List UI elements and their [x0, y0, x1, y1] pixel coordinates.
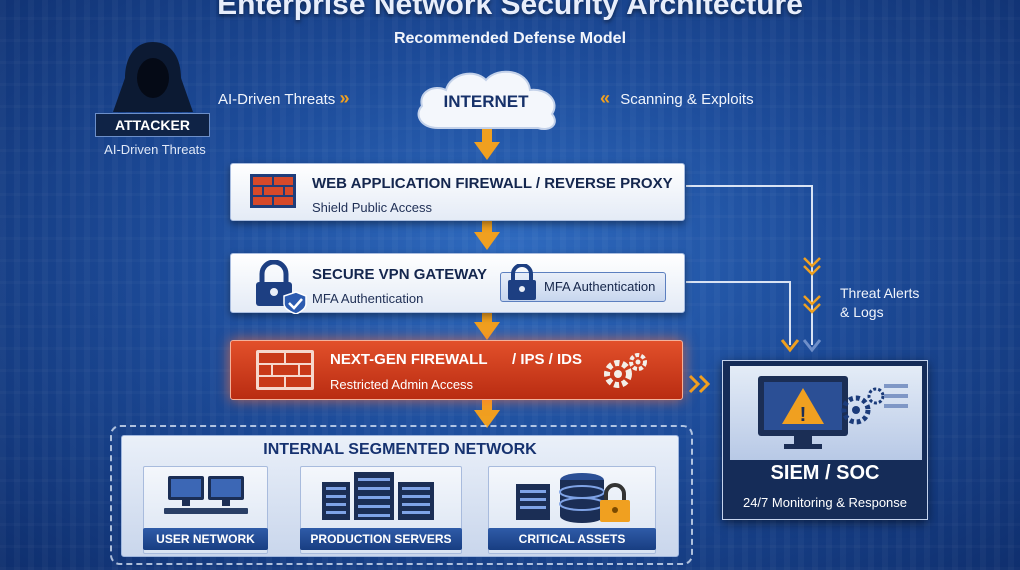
database-lock-icon [516, 473, 630, 523]
ngfw-subtitle: Restricted Admin Access [330, 377, 474, 392]
incoming-threat-left: AI-Driven Threats » [218, 88, 349, 109]
waf-layer [230, 163, 685, 221]
server-rack-icon [322, 472, 434, 520]
vpn-subtitle: MFA Authentication [312, 291, 424, 306]
mfa-badge [500, 272, 666, 302]
arrow-down-icon [474, 394, 500, 428]
threat-right-text: Scanning & Exploits [620, 91, 754, 108]
segment-label-production-servers: PRODUCTION SERVERS [300, 528, 462, 550]
padlock-shield-icon [256, 260, 307, 314]
svg-text:!: ! [800, 404, 807, 426]
vpn-title: SECURE VPN GATEWAY [312, 266, 488, 283]
alerts-line-1: Threat Alerts [840, 285, 920, 301]
segment-label-user-network: USER NETWORK [143, 528, 268, 550]
mfa-badge-text: MFA Authentication [544, 279, 656, 294]
arrow-down-icon [474, 304, 500, 340]
waf-subtitle: Shield Public Access [312, 200, 432, 215]
ngfw-title-extra: / IPS / IDS [512, 351, 583, 368]
monitor-alert-icon: ! [758, 376, 908, 449]
hooded-attacker-icon [113, 42, 193, 112]
page-title: Enterprise Network Security Architecture [217, 0, 803, 21]
threat-left-text: AI-Driven Threats [218, 91, 336, 108]
internal-network-boundary [110, 425, 693, 565]
padlock-icon [508, 264, 536, 300]
gears-icon [604, 353, 647, 388]
waf-title: WEB APPLICATION FIREWALL / REVERSE PROXY [312, 175, 673, 192]
segment-label-critical-assets: CRITICAL ASSETS [488, 528, 656, 550]
ngfw-title: NEXT-GEN FIREWALL [330, 351, 488, 368]
attacker-label: ATTACKER [95, 113, 210, 137]
firewall-icon [256, 350, 314, 390]
alerts-line-2: & Logs [840, 304, 884, 320]
siem-subtitle: 24/7 Monitoring & Response [742, 495, 908, 510]
double-chevron-left-icon: « [600, 88, 611, 108]
double-chevron-right-icon: » [339, 88, 350, 108]
attacker-sublabel: AI-Driven Threats [104, 142, 206, 157]
internet-label: INTERNET [443, 92, 529, 111]
workstations-icon [164, 476, 248, 514]
arrow-down-icon [474, 124, 500, 160]
siem-title: SIEM / SOC [770, 462, 880, 484]
internal-network-title: INTERNAL SEGMENTED NETWORK [263, 441, 537, 458]
incoming-threat-right: « Scanning & Exploits [600, 88, 754, 109]
arrow-down-icon [474, 214, 500, 250]
threat-alerts-label: Threat Alerts & Logs [840, 284, 919, 322]
page-subtitle: Recommended Defense Model [393, 30, 627, 47]
brick-firewall-icon [250, 174, 296, 208]
cloud-icon [417, 70, 556, 130]
